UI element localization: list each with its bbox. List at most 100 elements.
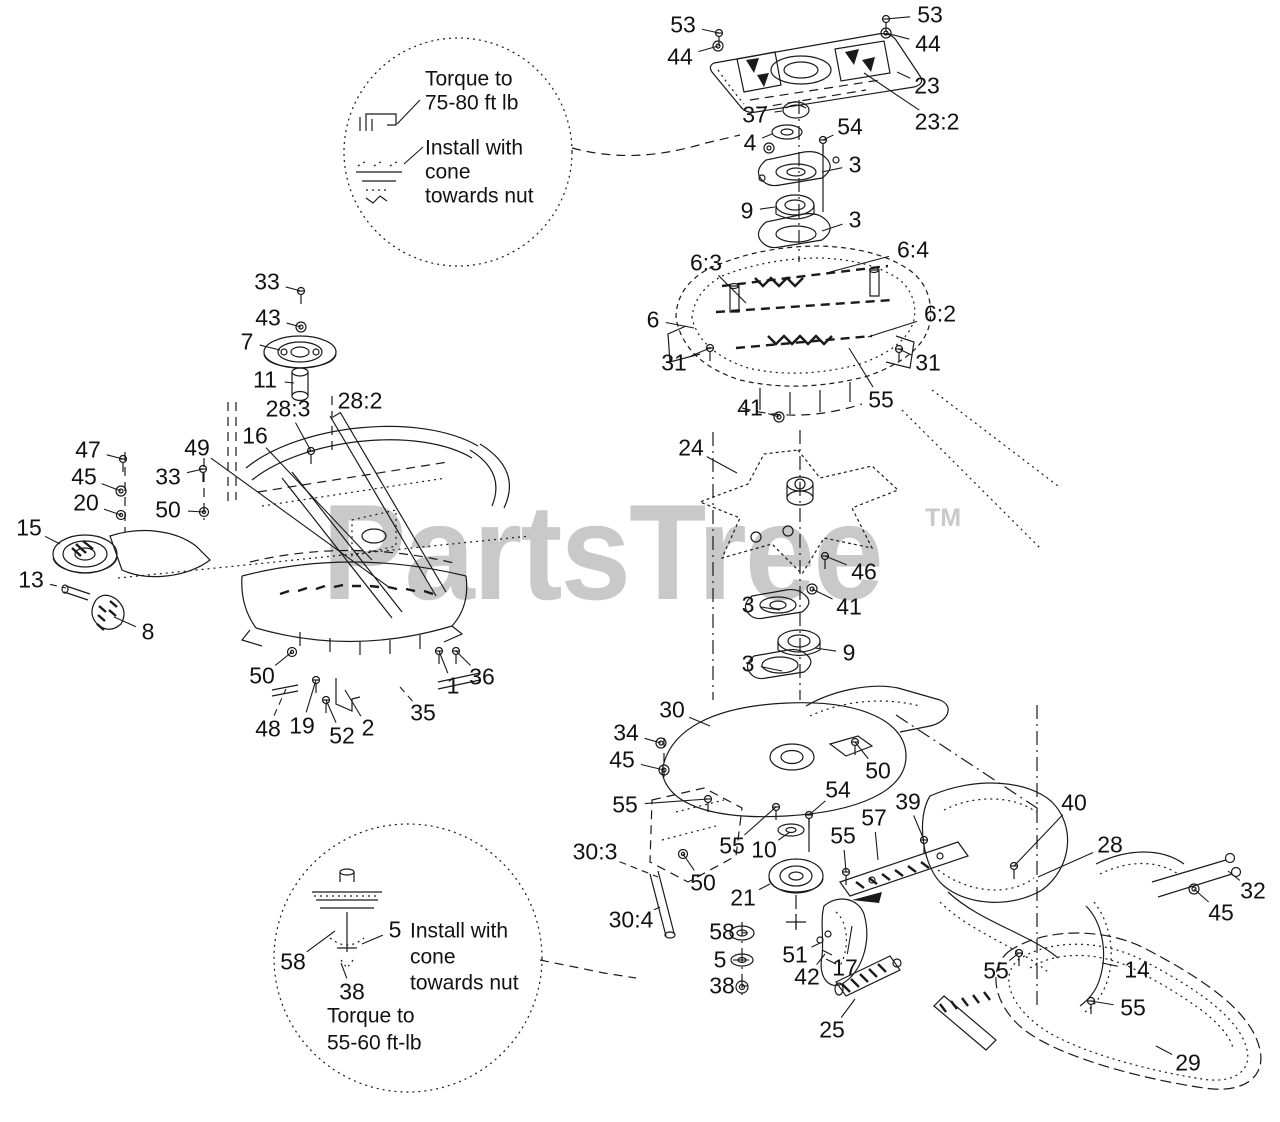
part-label-3: 3 [848,206,862,233]
part-label-41: 41 [836,593,862,620]
callout-leader [760,666,783,672]
callout-leader [340,962,348,979]
screw-glyph-icon [1014,948,1024,966]
part-label-28-3: 28:3 [265,395,311,422]
part-label-2: 2 [361,714,375,741]
callout-leader [848,347,874,388]
callout-leader [898,348,912,356]
part-label-3: 3 [741,650,755,677]
watermark: PartsTree [322,476,884,628]
callout-leader [811,942,821,948]
part-label-31: 31 [915,349,941,376]
part-label-5: 5 [388,916,402,943]
part-label-55: 55 [983,957,1009,984]
screw-glyph-icon [321,695,331,713]
part-label-50: 50 [155,496,181,523]
note-bottom-line: Torque to [327,1004,415,1028]
part-label-3: 3 [848,151,862,178]
callout-leader [1155,1045,1173,1056]
callout-leader [644,798,709,805]
note-top-line: 75-80 ft lb [425,91,519,115]
part-label-53: 53 [917,1,943,28]
note-top-line: Torque to [425,67,513,91]
callout-leader [821,167,843,173]
screw-glyph-icon [306,446,316,464]
screw-glyph-icon [841,867,851,885]
roller-25 [834,955,902,997]
part-label-51: 51 [782,941,808,968]
part-label-16: 16 [242,422,268,449]
blade-star-assembly [698,389,1059,700]
washer-glyph-icon [655,737,667,749]
washer-glyph-icon [295,321,307,333]
part-label-37: 37 [742,101,768,128]
part-label-44: 44 [667,43,693,70]
screw-glyph-icon [818,135,828,153]
callout-leader [106,454,124,460]
callout-leader [1193,888,1209,903]
callout-leader [811,588,833,600]
part-label-9: 9 [842,639,856,666]
callout-leader [1227,870,1241,881]
screw-glyph-icon [919,835,929,853]
part-label-6-4: 6:4 [897,236,929,263]
callout-circle-bottom [273,823,637,1093]
part-label-38: 38 [709,972,735,999]
part-label-29: 29 [1175,1049,1201,1076]
part-label-44: 44 [915,30,941,57]
part-label-17: 17 [832,954,858,981]
screw-glyph-icon [1009,861,1019,879]
callout-leader [325,699,337,723]
part-label-58: 58 [280,948,306,975]
part-label-54: 54 [825,776,851,803]
part-label-28: 28 [1097,831,1123,858]
screw-glyph-icon [850,737,860,755]
part-label-6: 6 [646,306,660,333]
note-bottom-line: cone [410,945,456,969]
cone-washer-icon [356,146,424,204]
callout-leader [294,422,312,452]
part-label-53: 53 [670,11,696,38]
callout-leader [885,32,910,40]
callout-leader [777,831,791,841]
screw-glyph-icon [804,810,814,828]
part-label-43: 43 [255,304,281,331]
note-top-line: cone [425,160,471,184]
callout-leader [896,71,911,79]
callout-leader [259,344,281,351]
blade-bracket-57 [839,841,969,903]
note-bottom-line: Install with [410,919,509,943]
callout-leader [619,861,659,878]
part-label-48: 48 [255,715,281,742]
callout-leader [688,716,711,727]
part-label-45: 45 [1208,899,1234,926]
note-top-line: Install with [425,136,524,160]
left-spindle-pulley [263,335,337,402]
washer-glyph-icon [773,411,785,423]
callout-leader [821,223,843,232]
part-label-13: 13 [18,566,44,593]
callout-leader [760,606,781,611]
part-label-45: 45 [71,463,97,490]
washer-glyph-icon [880,27,892,39]
fastener-stack-58-5-38 [729,922,755,996]
part-label-28-2: 28:2 [337,387,383,414]
callout-leader [814,647,837,652]
part-label-5: 5 [713,946,727,973]
callout-leader [49,583,67,589]
callout-leader [1101,962,1118,967]
callout-leader [829,255,890,273]
belt-section-8 [91,594,125,631]
callout-leader [644,737,662,744]
part-label-46: 46 [851,558,877,585]
part-label-15: 15 [16,514,42,541]
leader-lines-layer [44,14,1241,1056]
screw-glyph-icon [705,343,715,361]
callout-leader [273,688,287,716]
part-label-10: 10 [751,836,777,863]
screw-glyph-icon [894,344,904,362]
part-label-19: 19 [289,712,315,739]
callout-leader [816,953,826,966]
callout-leader [863,72,920,111]
callout-leader [332,412,341,418]
